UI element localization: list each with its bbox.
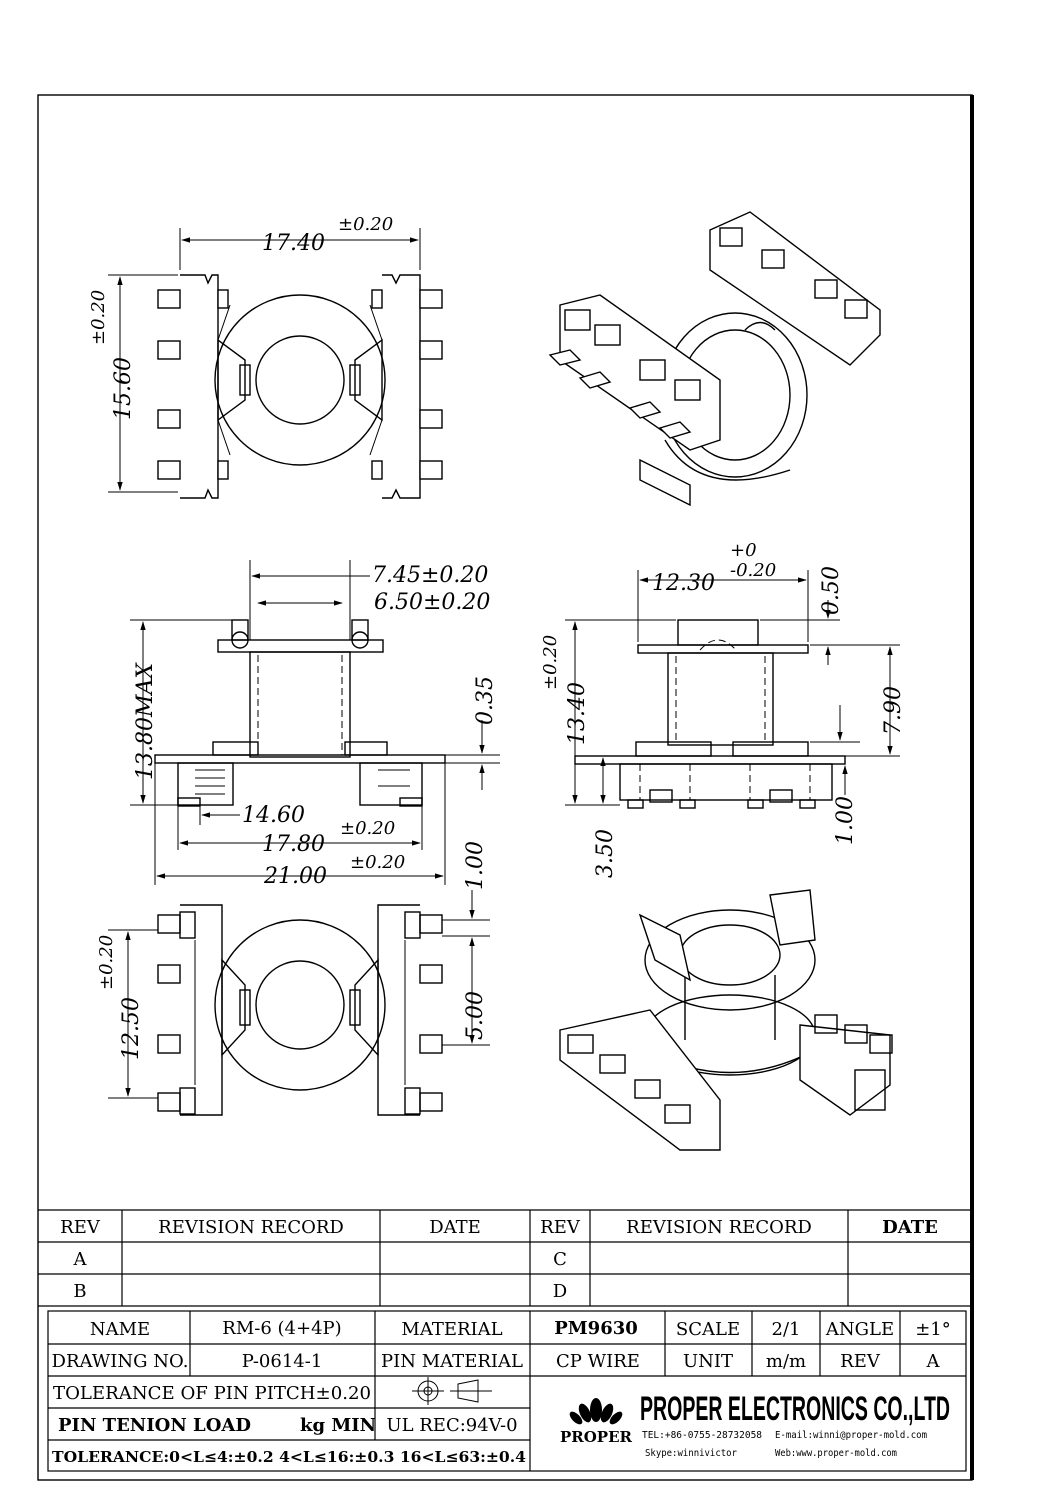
dim-top-height-tol: ±0.20 <box>88 290 109 345</box>
material-label: MATERIAL <box>401 1319 502 1340</box>
proper-logo-icon <box>569 1398 623 1425</box>
ul-rec: UL REC:94V-0 <box>386 1415 517 1436</box>
bottom-view: 12.50 ±0.20 1.00 5.00 <box>96 841 490 1116</box>
dim-bottom-height-tol: ±0.20 <box>96 935 117 990</box>
dim-top-width: 17.40 <box>262 231 325 256</box>
dim-side-height: 13.40 <box>565 682 590 745</box>
dim-side-pin: 1.00 <box>833 796 858 845</box>
iso-view-top <box>548 211 881 507</box>
iso-view-bottom <box>559 889 893 1151</box>
dim-pin-span-outer-tol: ±0.20 <box>350 852 405 873</box>
rev-header-2: REV <box>540 1217 581 1238</box>
dim-pin-span-mid-tol: ±0.20 <box>340 818 395 839</box>
unit-label: UNIT <box>683 1351 733 1372</box>
dim-pin-span-outer: 21.00 <box>263 864 327 889</box>
rev-row-d: D <box>553 1281 567 1302</box>
pin-material-value: CP WIRE <box>556 1351 640 1372</box>
dim-side-width-tol-minus: -0.20 <box>730 560 776 581</box>
date-header-2: DATE <box>882 1217 938 1238</box>
dim-side-upper: 7.90 <box>881 686 906 735</box>
dim-base-thick: 0.35 <box>473 676 498 725</box>
pin-pitch-tolerance: TOLERANCE OF PIN PITCH±0.20 <box>53 1383 371 1404</box>
dim-max-height: 13.80MAX <box>133 662 158 780</box>
logo-text: PROPER <box>560 1428 633 1446</box>
pin-material-label: PIN MATERIAL <box>381 1351 523 1372</box>
dim-pin-span-inner: 14.60 <box>242 803 305 828</box>
dim-side-base: 3.50 <box>593 829 618 878</box>
company-tel: TEL:+86-0755-28732058 <box>642 1430 762 1441</box>
rev-row-a: A <box>73 1249 88 1270</box>
title-block: NAME RM-6 (4+4P) MATERIAL PM9630 SCALE 2… <box>47 1310 967 1472</box>
dim-side-height-tol: ±0.20 <box>540 635 561 690</box>
pin-tension-label: PIN TENION LOAD <box>58 1415 251 1436</box>
name-label: NAME <box>90 1319 150 1340</box>
angle-label: ANGLE <box>825 1319 894 1340</box>
company-name: PROPER ELECTRONICS CO.,LTD <box>640 1390 950 1428</box>
name-value: RM-6 (4+4P) <box>222 1318 341 1339</box>
tolerance-line: TOLERANCE:0<L≤4:±0.2 4<L≤16:±0.3 16<L≤63… <box>52 1448 526 1466</box>
revision-table: REV REVISION RECORD DATE REV REVISION RE… <box>38 1209 972 1307</box>
drawing-no-value: P-0614-1 <box>242 1351 323 1372</box>
dim-top-width-tol: ±0.20 <box>338 214 393 235</box>
pin-tension-unit: kg MIN <box>300 1415 376 1436</box>
dim-side-width: 12.30 <box>652 571 715 596</box>
rev-row-b: B <box>73 1281 86 1302</box>
company-skype: Skype:winnivictor <box>645 1448 737 1459</box>
scale-label: SCALE <box>676 1319 740 1340</box>
rev-header-1: REV <box>60 1217 101 1238</box>
drawing-no-label: DRAWING NO. <box>52 1351 189 1372</box>
front-view: 7.45±0.20 6.50±0.20 13.80MAX 0.35 14.60 … <box>130 560 500 889</box>
material-value: PM9630 <box>554 1318 638 1339</box>
top-view: 17.40 ±0.20 15.60 ±0.20 <box>88 214 443 499</box>
dim-bottom-pitch: 5.00 <box>463 991 488 1040</box>
dim-side-width-tol-plus: +0 <box>730 540 757 561</box>
rev-label: REV <box>840 1351 881 1372</box>
projection-symbol-icon <box>412 1377 492 1405</box>
dim-flange-outer: 7.45±0.20 <box>372 563 488 588</box>
dim-side-top-flange: 0.50 <box>819 566 844 615</box>
dim-flange-inner: 6.50±0.20 <box>374 590 490 615</box>
dim-top-height: 15.60 <box>111 357 136 420</box>
rev-value: A <box>926 1351 941 1372</box>
revision-record-header-2: REVISION RECORD <box>626 1217 812 1238</box>
dim-bottom-pin: 1.00 <box>463 841 488 890</box>
unit-value: m/m <box>766 1351 806 1372</box>
date-header-1: DATE <box>429 1217 481 1238</box>
company-web: Web:www.proper-mold.com <box>775 1448 897 1459</box>
angle-value: ±1° <box>915 1319 951 1340</box>
revision-record-header-1: REVISION RECORD <box>158 1217 344 1238</box>
dim-bottom-height: 12.50 <box>119 997 144 1060</box>
rev-row-c: C <box>553 1249 567 1270</box>
dim-pin-span-mid: 17.80 <box>262 832 325 857</box>
scale-value: 2/1 <box>772 1319 801 1340</box>
side-view: 12.30 +0 -0.20 0.50 13.40 ±0.20 7.90 3.5… <box>540 540 906 878</box>
company-email: E-mail:winni@proper-mold.com <box>775 1430 927 1441</box>
